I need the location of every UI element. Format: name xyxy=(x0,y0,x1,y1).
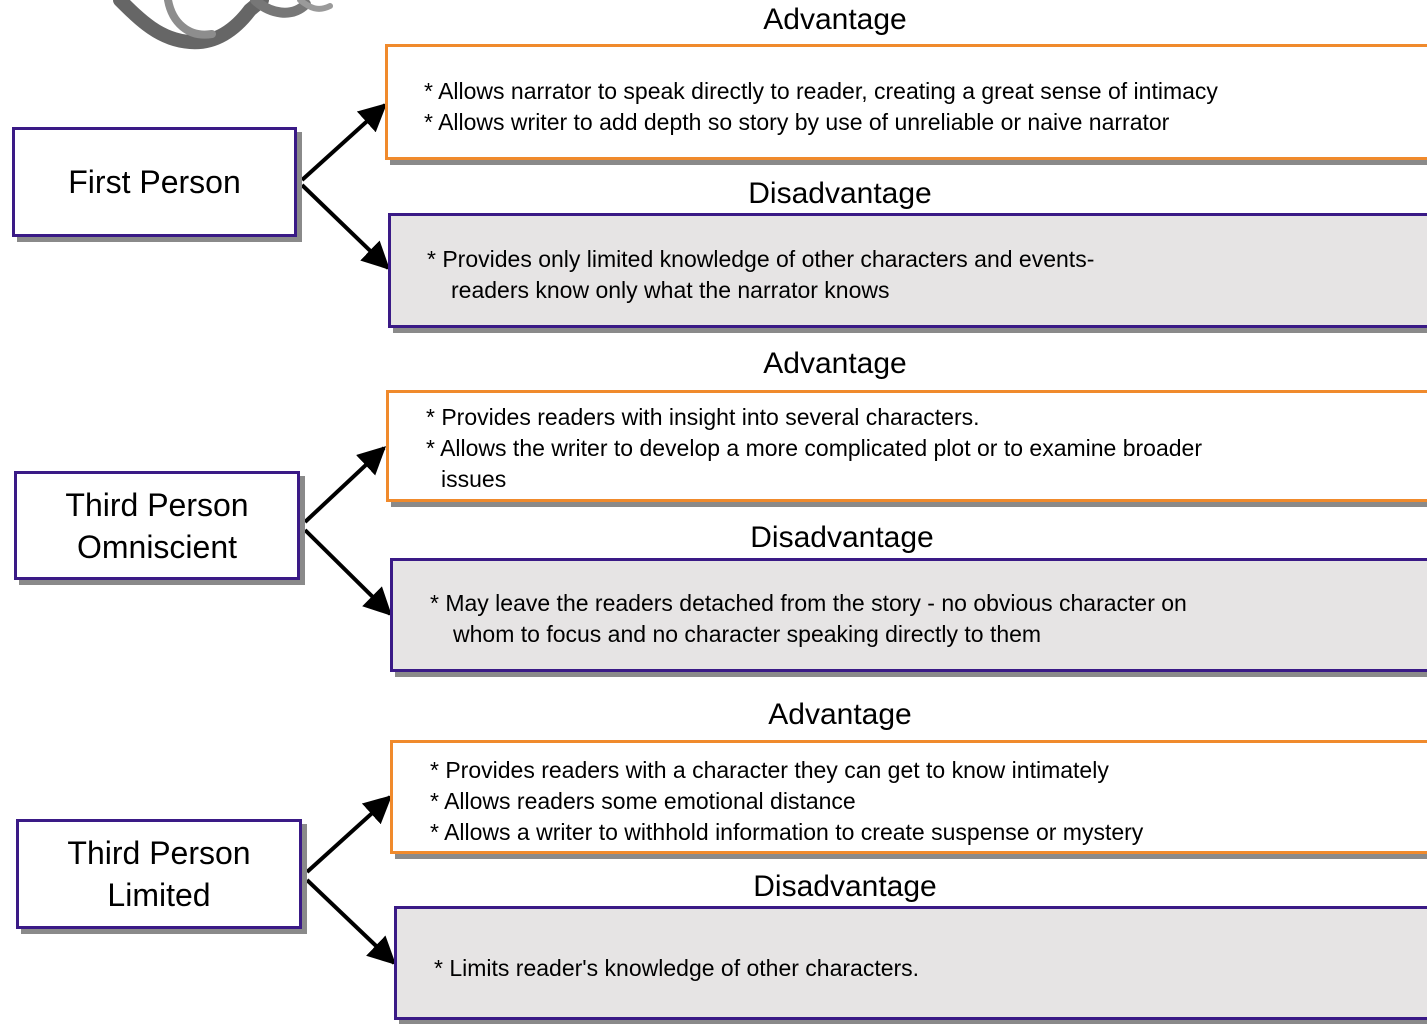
pov-label: Third Person xyxy=(67,835,251,871)
advantage-box: * Allows narrator to speak directly to r… xyxy=(385,44,1427,160)
disadvantage-item: whom to focus and no character speaking … xyxy=(453,621,1042,647)
disadvantage-box: * May leave the readers detached from th… xyxy=(390,558,1427,672)
disadvantage-item: * Limits reader's knowledge of other cha… xyxy=(434,955,920,981)
advantage-item: * Allows the writer to develop a more co… xyxy=(426,435,1203,461)
advantage-item: issues xyxy=(441,466,507,492)
advantage-box: * Provides readers with a character they… xyxy=(390,740,1427,854)
advantage-item: * Allows writer to add depth so story by… xyxy=(424,109,1170,135)
pov-label: First Person xyxy=(68,164,241,200)
advantage-heading: Advantage xyxy=(763,347,907,380)
disadvantage-box: * Provides only limited knowledge of oth… xyxy=(388,213,1427,328)
disadvantage-heading: Disadvantage xyxy=(753,870,937,903)
advantage-heading: Advantage xyxy=(768,698,912,731)
pov-box-third-person-limited: Third Person Limited xyxy=(16,819,302,929)
pov-box-third-person-omniscient: Third Person Omniscient xyxy=(14,471,300,580)
disadvantage-item: * Provides only limited knowledge of oth… xyxy=(427,246,1095,272)
advantage-item: * Allows readers some emotional distance xyxy=(430,788,856,814)
advantage-item: * Allows narrator to speak directly to r… xyxy=(424,78,1218,104)
pov-label: Omniscient xyxy=(76,528,238,565)
ink-swirl-decoration-icon xyxy=(113,0,333,50)
disadvantage-item: readers know only what the narrator know… xyxy=(451,277,890,303)
arrow-omniscient-advantage xyxy=(303,446,387,524)
pov-label: Third Person xyxy=(65,486,249,523)
arrow-first-person-advantage xyxy=(300,103,388,182)
pov-box-first-person: First Person xyxy=(12,127,297,237)
disadvantage-heading: Disadvantage xyxy=(750,521,934,554)
advantage-box: * Provides readers with insight into sev… xyxy=(386,390,1427,502)
advantage-heading: Advantage xyxy=(763,3,907,36)
disadvantage-box: * Limits reader's knowledge of other cha… xyxy=(394,906,1427,1020)
arrow-limited-disadvantage xyxy=(305,878,397,965)
advantage-item: * Provides readers with insight into sev… xyxy=(426,404,980,430)
pov-label: Limited xyxy=(107,877,211,913)
advantage-item: * Allows a writer to withhold informatio… xyxy=(430,819,1144,845)
arrow-limited-advantage xyxy=(305,795,393,874)
disadvantage-heading: Disadvantage xyxy=(748,177,932,210)
arrow-omniscient-disadvantage xyxy=(303,528,392,616)
arrow-first-person-disadvantage xyxy=(300,183,391,270)
advantage-item: * Provides readers with a character they… xyxy=(430,757,1109,783)
disadvantage-item: * May leave the readers detached from th… xyxy=(430,590,1187,616)
